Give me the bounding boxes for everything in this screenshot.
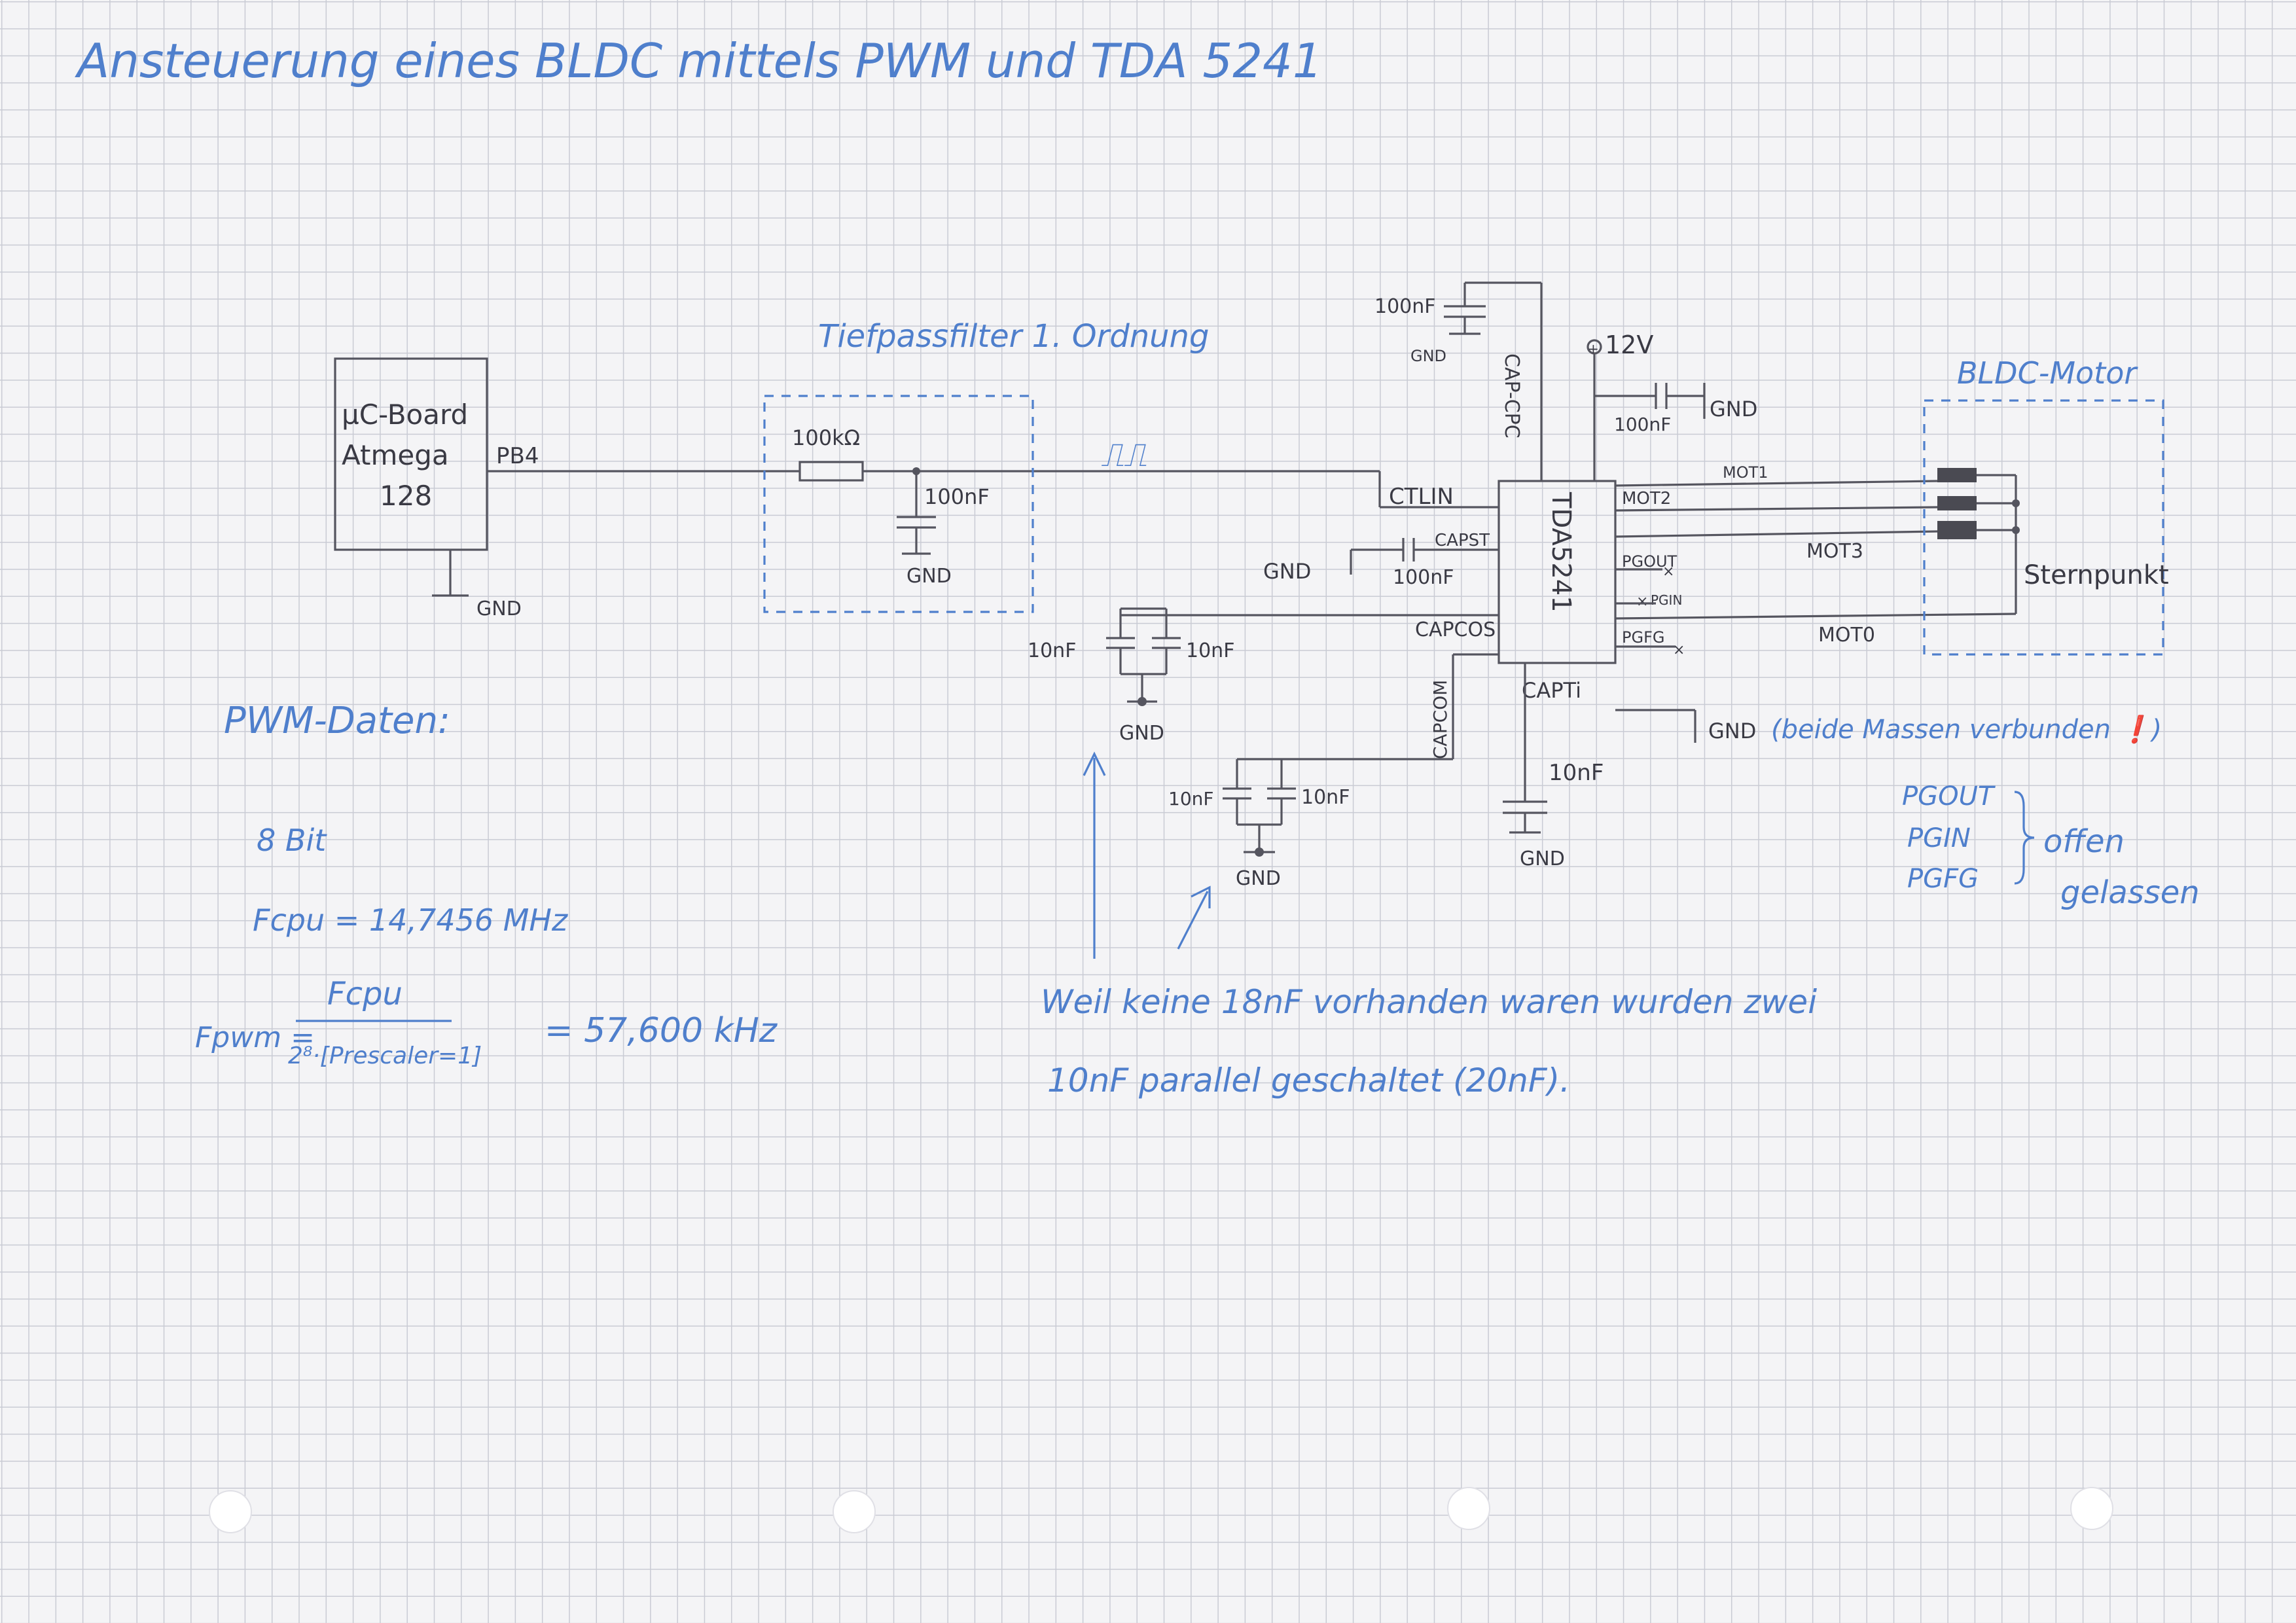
ic-name: TDA5241 [1546,491,1576,613]
pgout-nc-mark: × [1662,563,1674,580]
pin-pgin: PGIN [1651,592,1682,608]
pg-open-note: PGOUT PGIN PGFG offen gelassen [1902,781,2200,911]
tda5241-ic: TDA5241 CTLIN CAPST CAPCOS CAPCOM CAPTi … [1389,353,1875,759]
pin-capcom: CAPCOM [1429,680,1451,759]
pin-mot0: MOT0 [1818,624,1875,647]
pin-mot3: MOT3 [1806,540,1863,563]
supply-12v: + 12V 100nF GND [1587,330,1757,481]
pgfg-nc-mark: × [1673,642,1685,658]
pin-mot2: MOT2 [1622,489,1671,508]
mcu-label-1: µC-Board [342,399,468,431]
star-point-label: Sternpunkt [2024,560,2169,590]
coil-2 [1937,496,1977,510]
filter-capacitor: 100nF GND [897,467,990,588]
pg-item-2: PGIN [1907,823,1971,853]
pwm-fpwm-lhs: Fpwm = [195,1021,315,1054]
c-capcom-a-label: 10nF [1168,788,1213,810]
pwm-fpwm-result: = 57,600 kHz [545,1011,778,1050]
filter-gnd-label: GND [906,565,952,588]
c-capti-gnd-label: GND [1520,847,1565,870]
filter-heading: Tiefpassfilter 1. Ordnung [818,318,1209,355]
pg-note-a: offen [2043,823,2125,860]
c-capcos-b-label: 10nF [1186,639,1234,662]
mcu-pin-pb4: PB4 [496,443,539,469]
capcom-parallel-capacitors: 10nF 10nF GND [1168,653,1499,890]
pwm-signal-symbol: ⎍⎍ [1101,436,1147,474]
punch-hole-4 [2070,1487,2113,1530]
pwm-bits: 8 Bit [257,823,327,858]
pin-ctlin: CTLIN [1389,484,1454,510]
bldc-motor: BLDC-Motor Sternpunkt [1923,355,2169,656]
pin-pgout: PGOUT [1622,552,1677,571]
c-capcom-b-label: 10nF [1301,786,1350,809]
lowpass-filter-box [763,395,1034,613]
pg-item-3: PGFG [1907,864,1979,894]
punch-hole-2 [833,1490,876,1533]
c-capst-gnd-label: GND [1263,559,1311,584]
main-gnd-label: GND [1708,719,1756,743]
capcos-parallel-capacitors: 10nF 10nF GND [1028,607,1499,745]
punch-hole-3 [1447,1487,1490,1530]
parallel-note-line2: 10nF parallel geschaltet (20nF). [1047,1061,1570,1099]
pin-mot1: MOT1 [1723,463,1768,482]
c-supply-gnd-label: GND [1710,397,1757,421]
resistor-100k: 100kΩ [792,425,864,482]
c-capcos-a-label: 10nF [1028,639,1076,662]
c-capcom-gnd-label: GND [1236,867,1281,890]
pgin-nc-mark: × [1636,594,1648,610]
pin-capcos: CAPCOS [1415,618,1496,641]
filter-cap-label: 100nF [924,484,990,509]
c-capcos-gnd-label: GND [1119,722,1164,745]
cap-cpc-capacitor: 100nF GND [1374,281,1543,481]
mcu-label-2: Atmega [342,439,449,471]
motor-heading: BLDC-Motor [1957,355,2138,391]
pwm-fpwm-numerator: Fcpu [327,976,403,1012]
c-capst-label: 100nF [1393,566,1454,589]
capst-capacitor: 100nF GND [1263,538,1499,589]
mcu-board: µC-Board Atmega 128 PB4 GND [334,357,539,620]
pg-item-1: PGOUT [1902,781,1996,812]
c-supply-label: 100nF [1614,414,1671,435]
motor-box [1923,399,2164,656]
pg-note-b: gelassen [2060,874,2200,911]
parallel-cap-note: Weil keine 18nF vorhanden waren wurden z… [1041,751,1817,1099]
mcu-label-3: 128 [380,480,432,512]
c-top-label: 100nF [1374,295,1436,318]
supply-plus: + [1588,341,1599,357]
resistor-label: 100kΩ [792,425,860,450]
c-capti-label: 10nF [1549,760,1604,786]
parallel-note-line1: Weil keine 18nF vorhanden waren wurden z… [1041,983,1817,1021]
pwm-fpwm-denominator: 2⁸·[Prescaler=1] [288,1043,482,1069]
coil-1 [1937,468,1977,482]
pwm-data-section: PWM-Daten: 8 Bit Fcpu = 14,7456 MHz Fpwm… [195,700,778,1069]
pwm-data-heading: PWM-Daten: [224,700,450,742]
pin-pgfg: PGFG [1622,628,1664,647]
mcu-gnd-label: GND [476,597,522,620]
motor-phase-wires [1615,480,2017,648]
supply-label: 12V [1605,330,1653,359]
gnd-note: (beide Massen verbunden ❗) [1771,714,2162,745]
coil-3 [1937,521,1977,539]
capti-capacitor: 10nF GND [1503,663,1604,870]
page-title: Ansteuerung eines BLDC mittels PWM und T… [75,33,1323,88]
pin-capst: CAPST [1435,531,1490,550]
main-gnd: GND (beide Massen verbunden ❗) [1615,709,2162,745]
punch-hole-1 [209,1490,252,1533]
c-top-gnd-label: GND [1410,347,1446,365]
pin-capcpc: CAP-CPC [1500,353,1523,438]
pin-capti: CAPTi [1522,678,1581,703]
pwm-fcpu: Fcpu = 14,7456 MHz [253,902,568,938]
